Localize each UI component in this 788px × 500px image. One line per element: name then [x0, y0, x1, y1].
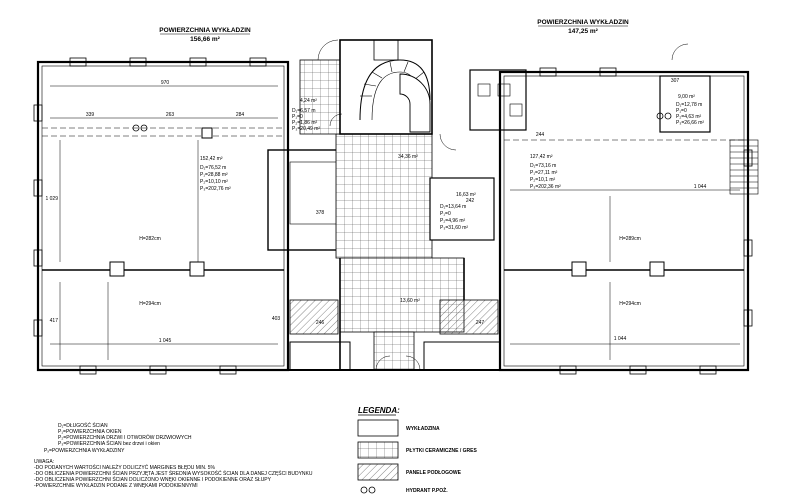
left-main-p2: P₂=10,10 m²	[200, 179, 228, 185]
room-mid-area: 16,63 m²	[456, 192, 476, 198]
note-u1: -DO PODANYCH WARTOŚCI NALEŻY DOLICZYĆ MA…	[34, 463, 216, 471]
note-px: Pₓ=POWIERZCHNIA WYKŁADZINY	[44, 448, 125, 454]
note-u3: -DO OBLICZENIA POWIERZCHNI ŚCIAN DOLICZO…	[34, 475, 272, 483]
room-small-b-area: 9,00 m²	[678, 94, 695, 100]
dim-left-depth-2: 417	[50, 318, 59, 324]
dim-right-bay-b: 307	[671, 78, 680, 84]
legend-title: LEGENDA:	[358, 406, 400, 415]
right-small-p1: P₁=0	[676, 108, 687, 114]
left-main-p3: P₃=202,76 m²	[200, 186, 231, 192]
dim-left-bay-c: 284	[236, 112, 245, 118]
right-small-p2: P₂=4,63 m²	[676, 114, 701, 120]
note-p1: P₁=POWIERZCHNIA OKIEN	[58, 429, 122, 435]
dim-mid-e: 403	[272, 316, 281, 322]
note-d1: D₁=DŁUGOŚĆ ŚCIAN	[58, 421, 108, 429]
left-small-p1: P₁=0	[292, 114, 303, 120]
right-title: POWIERZCHNIA WYKŁADZIN	[537, 19, 629, 26]
right-main-p3: P₃=202,36 m²	[530, 184, 561, 190]
center-p2: P₂=4,96 m²	[440, 218, 465, 224]
left-small-p2: P₂=1,86 m²	[292, 120, 317, 126]
legend-item-tiles: PŁYTKI CERAMICZNE / GRES	[406, 448, 478, 454]
left-area: 156,66 m²	[190, 36, 220, 43]
legend-item-hydrant: HYDRANT P.POŻ.	[406, 487, 448, 494]
right-area: 147,25 m²	[568, 28, 598, 35]
corridor-area-b: 13,60 m²	[400, 298, 420, 304]
height-left-2: H=294cm	[139, 301, 161, 307]
room-small-a-area: 4,24 m²	[300, 98, 317, 104]
center-core	[288, 39, 501, 371]
height-right-1: H=289cm	[619, 236, 641, 242]
center-p3: P₃=31,60 m²	[440, 225, 468, 231]
left-title: POWIERZCHNIA WYKŁADZIN	[159, 27, 251, 34]
note-u2: -DO OBLICZENIA POWIERZCHNI ŚCIAN PRZYJĘT…	[34, 469, 313, 477]
note-u4: -POWIERZCHNIE WYKŁADZIN PODANE Z WNĘKAMI…	[34, 483, 198, 489]
dim-right-width: 1 044	[614, 336, 627, 342]
right-small-p3: P₃=26,66 m²	[676, 120, 704, 126]
center-p1: P₁=0	[440, 211, 451, 217]
note-uwaga: UWAGA:	[34, 459, 54, 465]
hydrant-icon	[360, 486, 368, 494]
door-swings	[317, 39, 689, 371]
legend-item-carpet: WYKŁADZINA	[406, 426, 440, 432]
hydrant-icon	[132, 112, 672, 132]
right-wing	[469, 67, 759, 375]
corridor-area-a: 34,36 m²	[398, 154, 418, 160]
dim-mid-a: 378	[316, 210, 325, 216]
dim-mid-d: 247	[476, 320, 485, 326]
dim-right-bay-a: 244	[536, 132, 545, 138]
legend-swatch-tiles	[357, 441, 399, 459]
note-p3: P₃=POWIERZCHNIA ŚCIAN bez drzwi i okien	[58, 439, 160, 447]
left-small-d: D₁=6,57 m	[292, 108, 316, 114]
dim-right-depth: 1 044	[694, 184, 707, 190]
dim-left-width: 1 045	[159, 338, 172, 344]
right-main-p1: P₁=27,11 m²	[530, 170, 558, 176]
dim-mid-b: 242	[466, 198, 475, 204]
height-left-1: H=282cm	[139, 236, 161, 242]
height-right-2: H=294cm	[619, 301, 641, 307]
legend-swatch-carpet	[357, 419, 399, 437]
left-main-p1: P₁=28,88 m²	[200, 172, 228, 178]
dim-mid-c: 246	[316, 320, 325, 326]
hydrant-icon	[368, 486, 376, 494]
left-main-area: 152,42 m²	[200, 156, 223, 162]
right-small-d: D₁=12,78 m	[676, 102, 702, 108]
right-main-d: D₁=73,16 m	[530, 163, 556, 169]
left-main-d: D₁=76,52 m	[200, 165, 226, 171]
dim-left-bay-b: 263	[166, 112, 175, 118]
dim-top-left: 970	[161, 80, 170, 86]
legend-item-panels: PANELE PODŁOGOWE	[406, 470, 462, 476]
left-small-p3: P₃=20,49 m²	[292, 126, 320, 132]
right-main-p2: P₂=10,1 m²	[530, 177, 555, 183]
dim-left-bay-a: 339	[86, 112, 95, 118]
note-p2: P₂=POWIERZCHNIA DRZWI I OTWORÓW DRZWIOWY…	[58, 434, 192, 441]
legend-swatch-panels	[357, 463, 399, 481]
legend: LEGENDA: WYKŁADZINA PŁYTKI CERAMICZNE / …	[357, 406, 478, 494]
center-d: D₁=13,64 m	[440, 204, 466, 210]
right-main-area: 127,42 m²	[530, 154, 553, 160]
dim-left-depth-1: 1 029	[45, 196, 58, 202]
